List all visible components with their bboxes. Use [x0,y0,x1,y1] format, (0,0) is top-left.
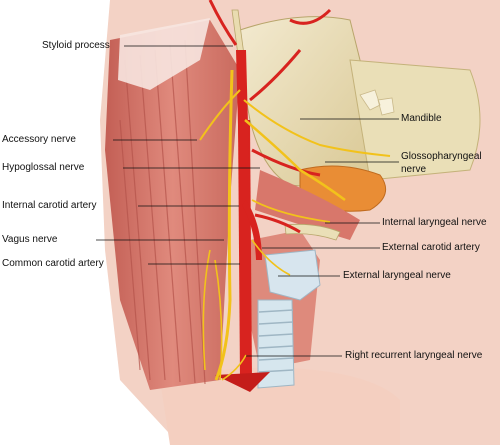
upper-tendon-sheet [118,18,210,90]
posterior-neck-muscles [105,20,240,390]
lower-skin-fold [160,367,400,445]
vagus-nerve-path [214,69,234,381]
label-right-recurrent-laryngeal-nerve: Right recurrent laryngeal nerve [345,350,483,361]
external-carotid-artery [242,200,262,260]
label-styloid-process: Styloid process [42,40,110,51]
artery-branches [208,0,332,234]
label-internal-laryngeal-nerve: Internal laryngeal nerve [382,217,487,228]
label-external-laryngeal-nerve: External laryngeal nerve [343,270,451,281]
mandible-body [349,59,481,181]
muscle-striations [119,39,206,385]
leader-lines [96,45,399,357]
label-vagus-nerve: Vagus nerve [2,234,58,245]
label-accessory-nerve: Accessory nerve [2,134,76,145]
cervical-plexus-nerves [202,249,223,381]
label-hypoglossal-nerve: Hypoglossal nerve [2,162,85,173]
thyroid-cartilage [264,249,321,301]
internal-laryngeal-nerve-path [251,199,331,223]
tracheal-rings [258,309,294,373]
label-glossopharyngeal-nerve-line2: nerve [401,164,427,175]
suprahyoid-muscles [255,170,360,240]
glossopharyngeal-nerve-path [243,99,391,157]
recurrent-laryngeal-nerve-path [221,354,247,381]
hyoid-bone [284,223,341,241]
label-internal-carotid-artery: Internal carotid artery [2,200,97,211]
label-glossopharyngeal-nerve-line1: Glossopharyngeal [401,151,482,162]
subclavian-arch [215,372,270,392]
label-mandible: Mandible [401,113,442,124]
label-common-carotid-artery: Common carotid artery [2,258,104,269]
teeth [359,89,395,116]
internal-carotid-artery [236,50,250,200]
accessory-nerve-path [199,89,241,141]
external-laryngeal-nerve-path [251,239,291,276]
label-external-carotid-artery: External carotid artery [382,242,480,253]
hypoglossal-nerve-path [244,119,346,202]
